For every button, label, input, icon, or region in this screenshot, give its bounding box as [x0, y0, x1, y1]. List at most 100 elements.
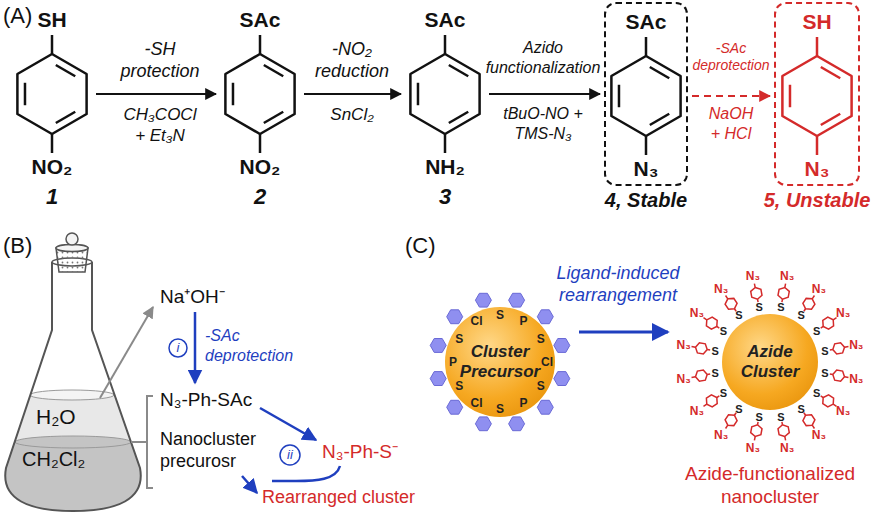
- blue-arrow: [194, 312, 197, 383]
- ligand-atom: S: [455, 379, 463, 393]
- annotation: N₃-Ph-S⁻: [322, 440, 398, 463]
- compound-number: 4, Stable: [605, 188, 687, 212]
- ligand-atom: Cl: [471, 314, 483, 328]
- substituent: SAc: [606, 10, 686, 34]
- bond: [444, 134, 447, 153]
- ligand-hexagon: [509, 417, 525, 431]
- ligand-ring: [823, 395, 834, 407]
- ligand-hexagon: [554, 339, 570, 353]
- annotation: -NO₂ reduction: [306, 38, 398, 82]
- ligand-bond: [833, 404, 836, 406]
- double-bond: [56, 112, 75, 123]
- bond: [816, 136, 819, 155]
- benzene-ring: [782, 56, 851, 136]
- ligand-bond: [726, 295, 728, 298]
- molecule: SAcNH₂3: [405, 8, 485, 220]
- azide-group: N₃: [849, 372, 863, 386]
- ligand-atom: S: [537, 332, 545, 346]
- panel-letter: (C): [405, 232, 436, 259]
- compound-number: 3: [439, 185, 451, 209]
- double-bond: [821, 114, 840, 125]
- annotation: H₂O: [36, 404, 76, 430]
- double-bond: [24, 83, 27, 105]
- ligand-hexagon: [447, 400, 463, 414]
- ligand-bond: [845, 376, 849, 378]
- ligand-bond: [692, 346, 696, 348]
- panel-letter: (B): [3, 232, 32, 259]
- molecule: SAcNO₂2: [220, 8, 300, 220]
- azide-group: N₃: [714, 428, 728, 442]
- annotation: NaOH + HCl: [703, 104, 759, 144]
- connectors: [96, 94, 770, 332]
- double-bond: [821, 67, 840, 78]
- cluster-decoration: [430, 284, 848, 441]
- ligand-bond: [726, 425, 728, 428]
- flask: [0, 233, 160, 519]
- step-circle: [169, 339, 187, 357]
- double-bond: [449, 112, 468, 123]
- sulfur-atom: S: [735, 403, 742, 415]
- sulfur-atom: S: [821, 345, 828, 357]
- ligand-hexagon: [554, 372, 570, 386]
- sulfur-atom: S: [735, 309, 742, 321]
- double-bond: [264, 112, 283, 123]
- azide-group: N₃: [836, 306, 850, 320]
- ligand-hexagon: [537, 400, 553, 414]
- ligand-bond: [845, 346, 849, 348]
- benzene-ring: [410, 54, 479, 134]
- ligand-ring: [696, 343, 708, 354]
- azide-group: N₃: [812, 282, 826, 296]
- ligand-atom: S: [455, 332, 463, 346]
- substituent: N₃: [776, 157, 858, 181]
- bond: [816, 37, 819, 56]
- cluster-name: Azide Cluster: [729, 342, 812, 382]
- reaction-arrow: [304, 93, 401, 95]
- ligand-atom: P: [519, 314, 527, 328]
- azide-group: N₃: [780, 441, 794, 455]
- cluster-sphere: Azide Cluster: [722, 314, 818, 410]
- benzene-ring: [17, 54, 86, 134]
- ligand-bond: [754, 284, 756, 288]
- double-bond: [417, 83, 420, 105]
- sulfur-atom: S: [821, 367, 828, 379]
- ligand-bond: [703, 404, 706, 406]
- double-bond: [56, 65, 75, 76]
- ligand-ring: [833, 343, 845, 354]
- compound-number: 2: [254, 185, 266, 209]
- annotation: -SAc deprotection: [205, 326, 310, 366]
- ligand-atom: S: [496, 402, 504, 416]
- ligand-hexagon: [475, 417, 491, 431]
- annotation: Azido functionalization: [484, 38, 602, 78]
- ligand-hexagon: [447, 310, 463, 324]
- azide-group: N₃: [836, 404, 850, 418]
- reaction-arrow: [692, 95, 770, 97]
- compound-number: 5, Unstable: [764, 188, 871, 212]
- sulfur-atom: S: [797, 403, 804, 415]
- ligand-hexagon: [509, 293, 525, 307]
- ligand-ring: [833, 370, 845, 381]
- azide-group: N₃: [677, 338, 691, 352]
- sulfur-atom: S: [777, 301, 784, 313]
- substituent: SAc: [220, 8, 300, 32]
- annotation: SnCl₂: [312, 104, 392, 125]
- cluster-name: Cluster Precursor: [453, 342, 548, 382]
- sulfur-atom: S: [797, 309, 804, 321]
- stopper-knob: [66, 233, 78, 245]
- bond: [51, 134, 54, 153]
- azide-group: N₃: [849, 338, 863, 352]
- azide-group: N₃: [746, 441, 760, 455]
- annotation: Nanocluster precurosr: [160, 428, 270, 472]
- double-bond: [618, 85, 621, 107]
- double-bond: [650, 114, 669, 125]
- annotation: -SH protection: [110, 38, 210, 82]
- annotation: CH₃COCl + Et₃N: [118, 104, 202, 146]
- ligand-atom: Cl: [471, 396, 483, 410]
- ligand-ring: [725, 298, 737, 309]
- flask-outline: [5, 262, 141, 511]
- sulfur-atom: S: [711, 367, 718, 379]
- sulfur-atom: S: [755, 301, 762, 313]
- sulfur-atom: S: [711, 345, 718, 357]
- double-bond: [264, 65, 283, 76]
- annotation: Ligand-induced rearrangement: [554, 262, 682, 306]
